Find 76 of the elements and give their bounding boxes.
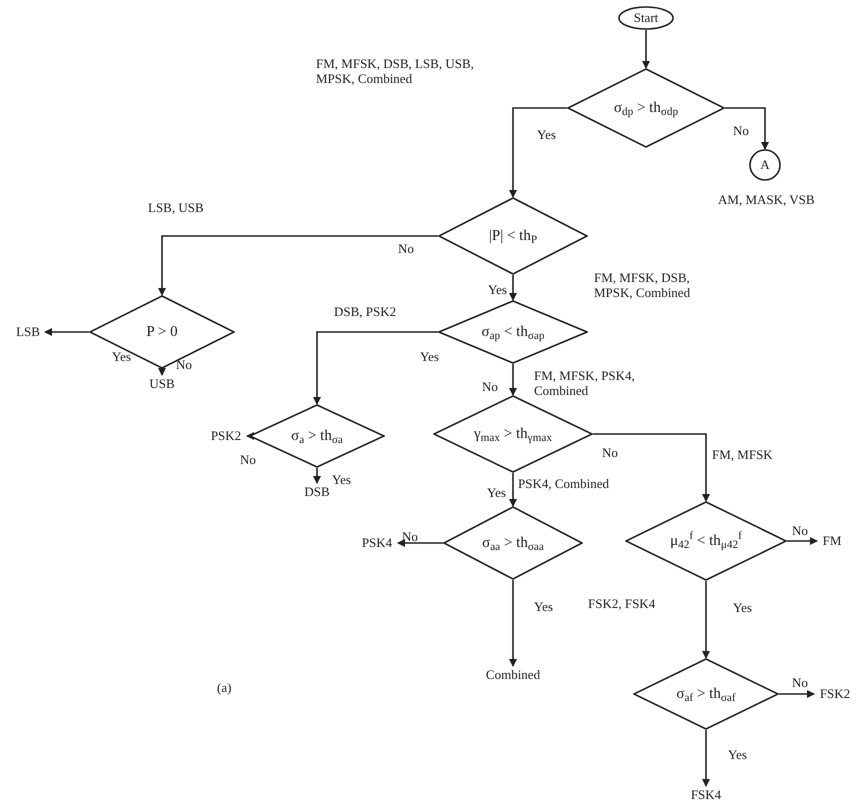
arrow [509, 580, 517, 667]
edge-label: No [792, 524, 808, 537]
node-text: σ$_{a}$ > th$_{σa}$ [291, 426, 343, 448]
node-text: σ$_{aa}$ > th$_{σaa}$ [482, 534, 544, 554]
edge-label: No [398, 242, 414, 255]
result-label: FSK4 [685, 786, 727, 804]
start-terminal [618, 6, 674, 30]
edge-label: No [240, 453, 256, 466]
decision-diamond [567, 68, 725, 148]
decision-diamond [89, 295, 235, 369]
result-label: FM [817, 532, 847, 550]
result-label: FSK2 [814, 685, 856, 703]
arrow [246, 432, 254, 440]
result-label: PSK2 [205, 427, 247, 445]
class-list-label: FM, MFSK, DSB, LSB, USB, MPSK, Combined [316, 56, 475, 86]
edge-label: No [792, 676, 808, 689]
arrow [725, 107, 769, 150]
class-list-label: FM, MFSK [712, 447, 774, 462]
edge-label: Yes [112, 350, 131, 363]
edge-label: Yes [420, 350, 439, 363]
edge-label: No [733, 124, 749, 137]
result-label: AM, MASK, VSB [718, 191, 815, 209]
class-list-label: LSB, USB [148, 200, 205, 215]
result-label: DSB [300, 483, 334, 501]
arrow [158, 368, 166, 376]
arrow [313, 331, 438, 405]
arrow [509, 364, 517, 396]
class-list-label: (a) [217, 680, 232, 695]
arrow [593, 433, 710, 502]
arrow [642, 30, 650, 69]
class-list-label: PSK4, Combined [518, 476, 610, 491]
decision-diamond [438, 300, 588, 364]
result-label: USB [145, 375, 179, 393]
arrow [702, 581, 710, 659]
arrow [44, 328, 89, 336]
edge-label: Yes [487, 486, 506, 499]
node-text: σ$_{af}$ > th$_{σaf}$ [676, 684, 736, 706]
arrow [509, 473, 517, 507]
decision-diamond [433, 395, 593, 473]
edge-label: Yes [488, 283, 507, 296]
class-list-label: DSB, PSK2 [334, 304, 398, 319]
edge-label: No [482, 380, 498, 393]
decision-diamond [633, 658, 779, 730]
decision-diamond [443, 506, 583, 580]
class-list-label: FM, MFSK, PSK4, Combined [534, 368, 636, 398]
node-text: σ$_{dp}$ > th$_{σdp}$ [614, 98, 678, 120]
edge-label: No [402, 530, 418, 543]
result-label: PSK4 [356, 534, 398, 552]
node-text: |P| < th$_{P}$ [488, 226, 538, 248]
result-label: LSB [11, 323, 45, 341]
arrow [158, 235, 438, 296]
edge-label: No [602, 446, 618, 459]
node-text: P > 0 [146, 322, 178, 342]
class-list-label: FSK2, FSK4 [588, 596, 656, 611]
edge-label: Yes [332, 473, 351, 486]
arrow [397, 539, 443, 547]
decision-diamond [625, 501, 787, 581]
arrow [779, 690, 815, 698]
arrow [509, 275, 517, 301]
node-text: γ$_{max}$ > th$_{γmax}$ [474, 424, 552, 446]
node-text: A [760, 156, 770, 174]
decision-diamond [438, 197, 588, 275]
arrow [313, 468, 321, 484]
edge-label: No [176, 358, 192, 371]
edge-label: Yes [733, 601, 752, 614]
arrow [702, 730, 710, 787]
node-text: σ$_{ap}$ < th$_{σap}$ [481, 322, 545, 344]
edge-label: Yes [534, 600, 553, 613]
edge-label: Yes [537, 128, 556, 141]
arrow [509, 107, 567, 198]
edge-label: Yes [728, 748, 747, 761]
result-label: Combined [478, 666, 548, 684]
connector-circle [749, 149, 781, 181]
arrow [787, 537, 818, 545]
class-list-label: FM, MFSK, DSB, MPSK, Combined [594, 270, 692, 300]
node-text: Start [634, 9, 658, 28]
